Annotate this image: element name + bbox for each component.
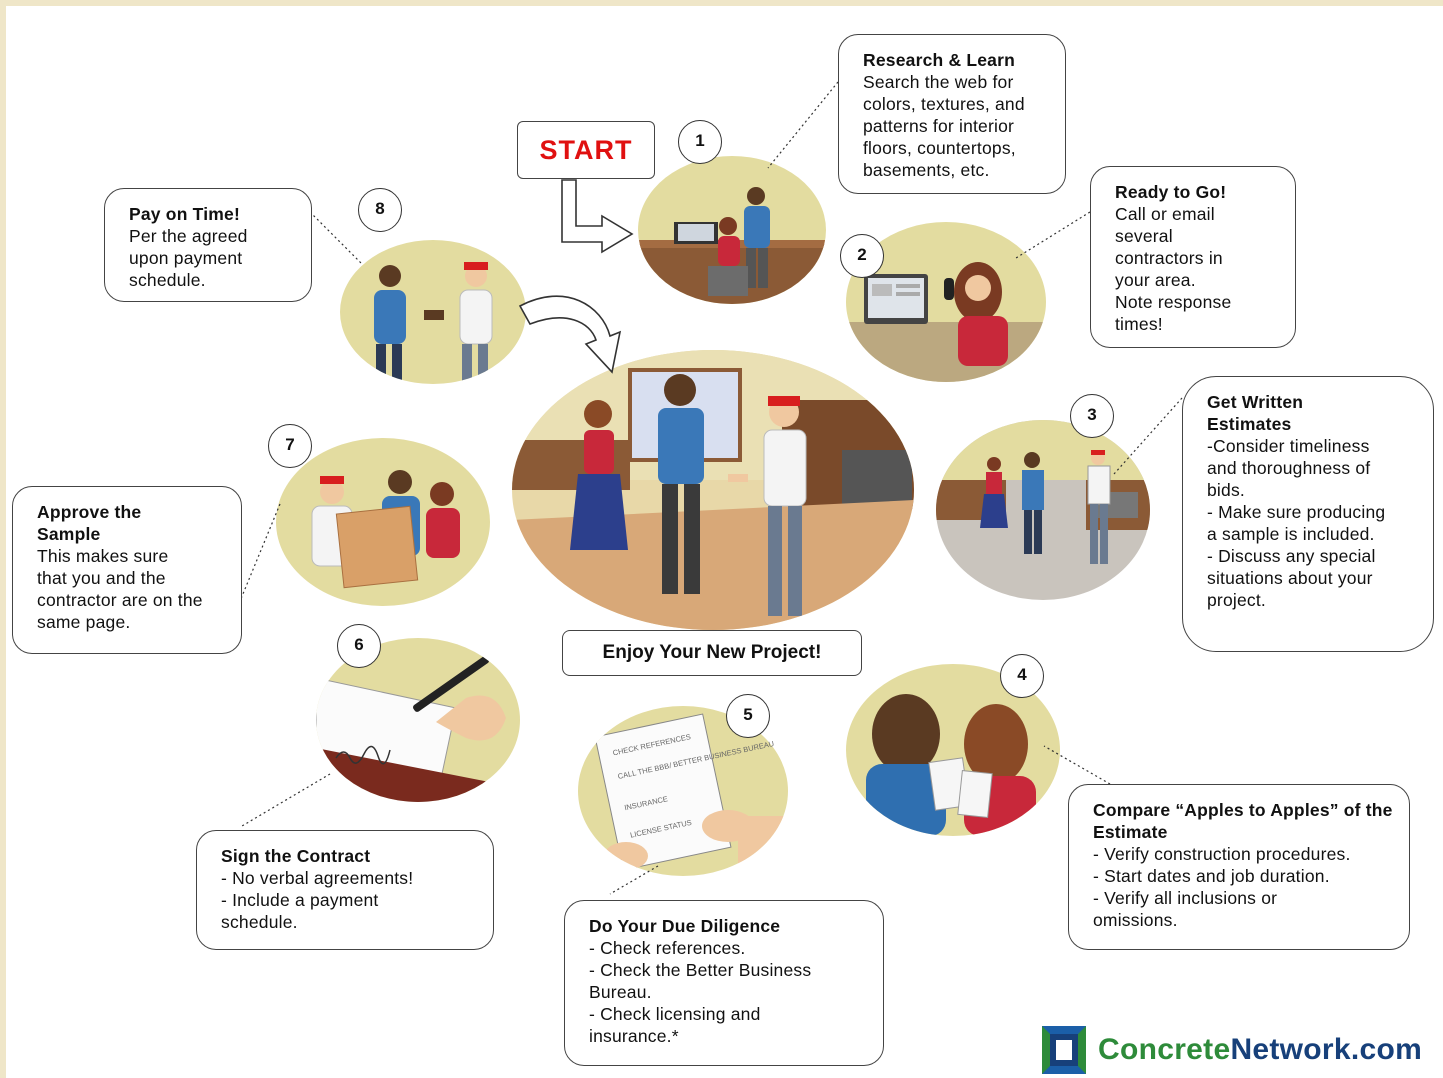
step-6-line: schedule. [221, 912, 298, 932]
connector-step-8 [309, 211, 363, 265]
concretenetwork-logo-icon [1042, 1026, 1086, 1074]
checklist-paper-text: CHECK REFERENCES CALL THE BBB/ BETTER BU… [612, 732, 775, 840]
step-5-line: insurance.* [589, 1026, 679, 1046]
step-6-line: - No verbal agreements! [221, 868, 414, 888]
step-2-line: contractors in [1115, 248, 1223, 268]
step-7-box: Approve the Sample This makes sure that … [12, 486, 242, 654]
step-8-line: Per the agreed [129, 226, 248, 246]
step-3-line: a sample is included. [1207, 524, 1375, 544]
step-2-line: Note response [1115, 292, 1232, 312]
scene-research-illustration [638, 156, 826, 304]
connector-overlay [237, 81, 1183, 895]
step-2-line: several [1115, 226, 1173, 246]
step-8-line: upon payment [129, 248, 243, 268]
step-5-line: - Check the Better Business [589, 960, 812, 980]
connector-step-5 [609, 865, 659, 895]
curved-arrow-icon [518, 295, 622, 374]
step-7-line: that you and the [37, 568, 166, 588]
step-3-title: Get Written Estimates [1207, 392, 1304, 434]
step-1-title: Research & Learn [863, 50, 1016, 70]
checklist-item: INSURANCE [624, 794, 669, 812]
step-5-line: Bureau. [589, 982, 652, 1002]
step-3-line: and thoroughness of [1207, 458, 1371, 478]
step-6-line: - Include a payment [221, 890, 379, 910]
step-8-title: Pay on Time! [129, 204, 240, 224]
step-2-title: Ready to Go! [1115, 182, 1227, 202]
connector-step-4 [1043, 745, 1111, 785]
step-3-line: situations about your [1207, 568, 1373, 588]
logo-text: ConcreteNetwork.com [1098, 1033, 1422, 1067]
step-7-number: 7 [268, 424, 312, 468]
step-7-line: This makes sure [37, 546, 169, 566]
step-1-line: floors, countertops, [863, 138, 1016, 158]
step-2-number: 2 [840, 234, 884, 278]
step-3-line: bids. [1207, 480, 1245, 500]
step-3-line: - Make sure producing [1207, 502, 1386, 522]
diagram-canvas: START Enjoy Your New Project! 1 2 3 4 5 … [6, 6, 1443, 1078]
step-6-number: 6 [337, 624, 381, 668]
scene-payment-illustration [340, 240, 526, 384]
step-3-number: 3 [1070, 394, 1114, 438]
step-2-line: your area. [1115, 270, 1196, 290]
scene-sample-illustration [276, 438, 490, 606]
step-5-line: - Check licensing and [589, 1004, 761, 1024]
connector-step-2 [1015, 211, 1091, 259]
step-7-line: contractor are on the [37, 590, 203, 610]
logo-text-part2: Network.com [1230, 1033, 1423, 1066]
logo-text-part1: Concrete [1098, 1033, 1231, 1066]
step-5-number: 5 [726, 694, 770, 738]
checklist-item: LICENSE STATUS [629, 818, 692, 840]
step-4-line: omissions. [1093, 910, 1178, 930]
step-5-box: Do Your Due Diligence - Check references… [564, 900, 884, 1066]
step-6-box: Sign the Contract - No verbal agreements… [196, 830, 494, 950]
connector-step-6 [241, 773, 331, 827]
step-3-line: - Discuss any special [1207, 546, 1376, 566]
step-8-number: 8 [358, 188, 402, 232]
step-7-title: Approve the Sample [37, 502, 142, 544]
connector-step-7 [237, 503, 281, 607]
step-1-line: colors, textures, and [863, 94, 1025, 114]
step-4-line: - Start dates and job duration. [1093, 866, 1330, 886]
start-arrow-icon [561, 179, 634, 254]
step-1-box: Research & Learn Search the web for colo… [838, 34, 1066, 194]
step-1-number: 1 [678, 120, 722, 164]
step-4-line: - Verify all inclusions or [1093, 888, 1278, 908]
step-1-line: Search the web for [863, 72, 1014, 92]
step-7-line: same page. [37, 612, 131, 632]
step-1-line: patterns for interior [863, 116, 1015, 136]
step-4-box: Compare “Apples to Apples” of the Estima… [1068, 784, 1410, 950]
step-5-title: Do Your Due Diligence [589, 916, 781, 936]
step-4-title: Compare “Apples to Apples” of the Estima… [1093, 800, 1393, 842]
center-label: Enjoy Your New Project! [562, 630, 862, 676]
step-8-box: Pay on Time! Per the agreed upon payment… [104, 188, 312, 302]
concretenetwork-logo: ConcreteNetwork.com [1040, 1022, 1422, 1078]
step-2-box: Ready to Go! Call or email several contr… [1090, 166, 1296, 348]
step-5-line: - Check references. [589, 938, 746, 958]
step-3-line: -Consider timeliness [1207, 436, 1370, 456]
step-1-line: basements, etc. [863, 160, 990, 180]
step-3-line: project. [1207, 590, 1266, 610]
connector-step-3 [1113, 397, 1183, 475]
step-2-line: Call or email [1115, 204, 1215, 224]
checklist-item: CHECK REFERENCES [612, 732, 692, 757]
scene-checklist-illustration [578, 706, 788, 876]
step-3-box: Get Written Estimates -Consider timeline… [1182, 376, 1434, 652]
step-6-title: Sign the Contract [221, 846, 371, 866]
start-label: START [517, 121, 655, 179]
step-4-number: 4 [1000, 654, 1044, 698]
step-4-line: - Verify construction procedures. [1093, 844, 1351, 864]
step-8-line: schedule. [129, 270, 206, 290]
connector-step-1 [767, 81, 839, 169]
step-2-line: times! [1115, 314, 1163, 334]
